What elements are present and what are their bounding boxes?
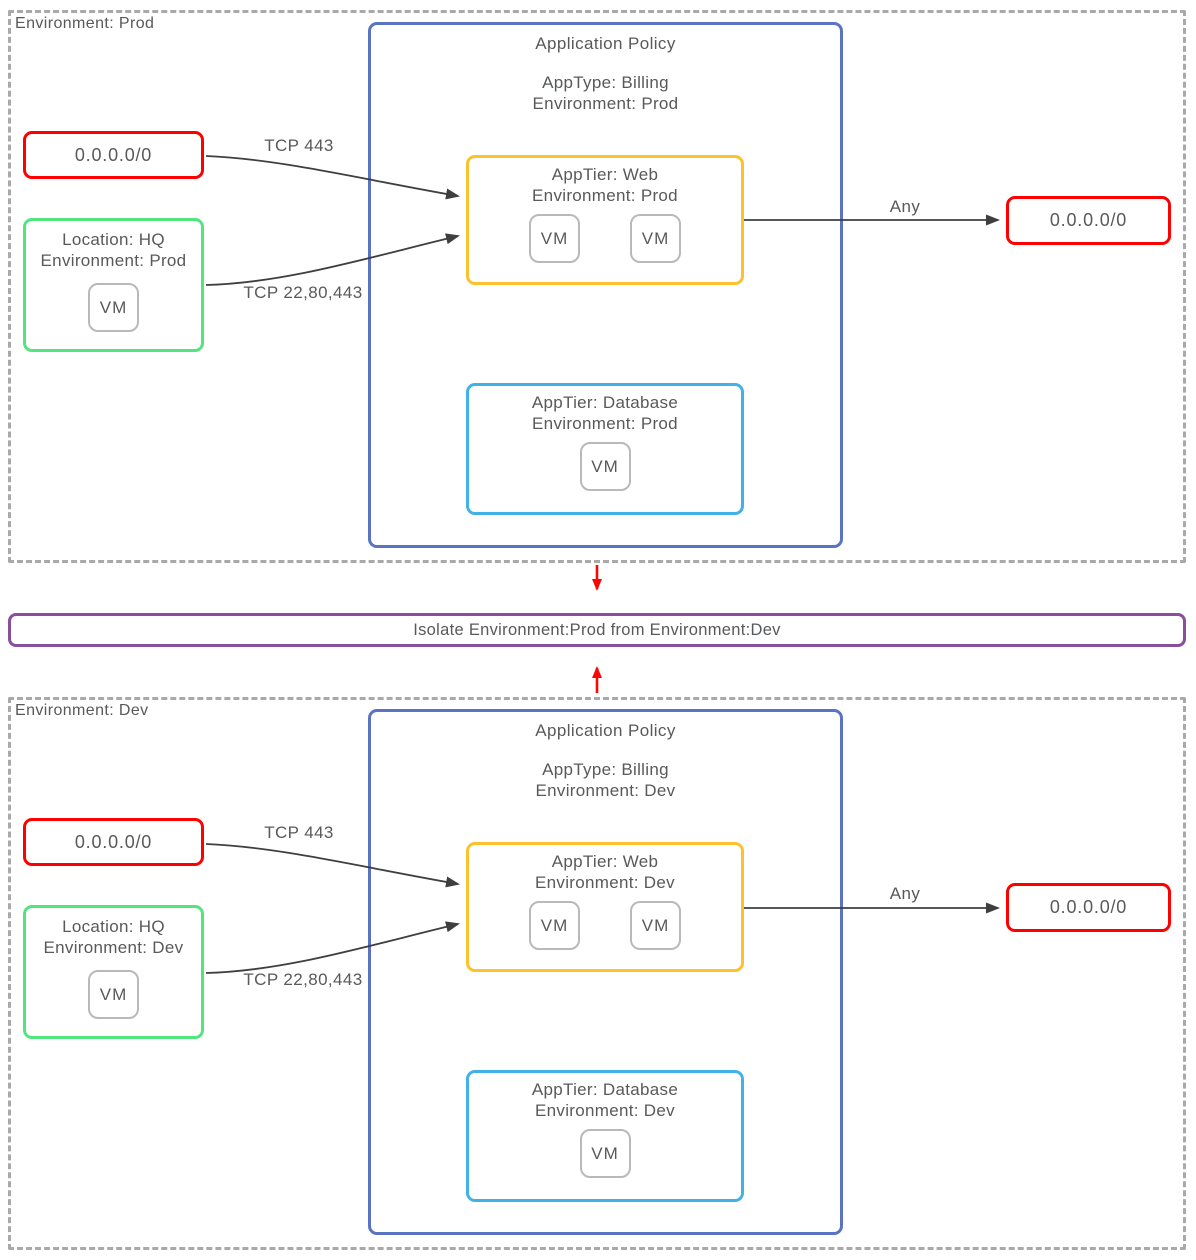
prod-db-tier-env-line: Environment: Prod xyxy=(532,414,678,433)
dev-edge-label-any: Any xyxy=(889,884,921,903)
vm-node: VM xyxy=(579,1129,631,1178)
prod-application-policy-node: Application Policy AppType: Billing Envi… xyxy=(368,22,843,548)
vm-node: VM xyxy=(630,901,681,950)
prod-location-hq-group-node: Location: HQ Environment: Prod VM xyxy=(23,218,204,352)
dev-db-tier-node: AppTier: Database Environment: Dev VM xyxy=(466,1070,744,1202)
prod-external-source-cidr: 0.0.0.0/0 xyxy=(74,144,153,165)
prod-edge-label-tcp-22-80-443: TCP 22,80,443 xyxy=(243,283,363,302)
vm-node: VM xyxy=(529,214,580,263)
dev-edge-label-tcp-22-80-443: TCP 22,80,443 xyxy=(243,970,363,989)
prod-external-source-node: 0.0.0.0/0 xyxy=(23,131,204,179)
prod-web-tier-node: AppTier: Web Environment: Prod VM VM xyxy=(466,155,744,285)
prod-external-destination-cidr: 0.0.0.0/0 xyxy=(1049,210,1128,230)
dev-external-destination-cidr: 0.0.0.0/0 xyxy=(1049,897,1128,917)
prod-policy-apptype: AppType: Billing xyxy=(542,73,669,92)
dev-external-destination-node: 0.0.0.0/0 xyxy=(1006,883,1171,932)
dev-location-env-line: Environment: Dev xyxy=(43,938,184,957)
dev-location-vm-row: VM xyxy=(26,970,201,1019)
environment-prod-label: Environment: Prod xyxy=(15,15,155,32)
isolation-rule-text: Isolate Environment:Prod from Environmen… xyxy=(413,620,781,639)
vm-node: VM xyxy=(88,970,139,1019)
dev-policy-title: Application Policy xyxy=(535,721,676,740)
dev-web-tier-line: AppTier: Web xyxy=(551,852,659,871)
dev-edge-label-tcp-443: TCP 443 xyxy=(264,823,334,842)
dev-location-hq-group-node: Location: HQ Environment: Dev VM xyxy=(23,905,204,1039)
prod-web-tier-env-line: Environment: Prod xyxy=(532,186,678,205)
dev-external-source-cidr: 0.0.0.0/0 xyxy=(74,831,153,852)
environment-dev-label: Environment: Dev xyxy=(15,702,149,719)
dev-web-tier-env-line: Environment: Dev xyxy=(535,873,675,892)
dev-policy-environment: Environment: Dev xyxy=(535,781,676,800)
dev-db-tier-line: AppTier: Database xyxy=(531,1080,679,1099)
dev-external-source-node: 0.0.0.0/0 xyxy=(23,818,204,866)
prod-edge-label-any: Any xyxy=(889,197,921,216)
prod-web-tier-line: AppTier: Web xyxy=(551,165,659,184)
prod-external-destination-node: 0.0.0.0/0 xyxy=(1006,196,1171,245)
prod-web-vm-row: VM VM xyxy=(469,214,741,263)
prod-edge-label-tcp-443: TCP 443 xyxy=(264,136,334,155)
vm-node: VM xyxy=(88,283,139,332)
prod-location-env-line: Environment: Prod xyxy=(40,251,187,270)
prod-db-vm-row: VM xyxy=(469,442,741,491)
environment-prod-section: Environment: Prod 0.0.0.0/0 Location: HQ… xyxy=(8,10,1186,563)
dev-application-policy-node: Application Policy AppType: Billing Envi… xyxy=(368,709,843,1235)
vm-node: VM xyxy=(529,901,580,950)
prod-db-tier-node: AppTier: Database Environment: Prod VM xyxy=(466,383,744,515)
dev-web-vm-row: VM VM xyxy=(469,901,741,950)
prod-db-tier-line: AppTier: Database xyxy=(531,393,679,412)
dev-location-line: Location: HQ xyxy=(62,917,165,936)
vm-node: VM xyxy=(630,214,681,263)
prod-policy-title: Application Policy xyxy=(535,34,676,53)
isolation-rule-banner: Isolate Environment:Prod from Environmen… xyxy=(8,613,1186,647)
dev-db-vm-row: VM xyxy=(469,1129,741,1178)
vm-node: VM xyxy=(579,442,631,491)
environment-dev-section: Environment: Dev 0.0.0.0/0 Location: HQ … xyxy=(8,697,1186,1250)
prod-location-vm-row: VM xyxy=(26,283,201,332)
dev-db-tier-env-line: Environment: Dev xyxy=(535,1101,675,1120)
dev-policy-apptype: AppType: Billing xyxy=(542,760,669,779)
dev-web-tier-node: AppTier: Web Environment: Dev VM VM xyxy=(466,842,744,972)
prod-policy-environment: Environment: Prod xyxy=(532,94,679,113)
prod-location-line: Location: HQ xyxy=(62,230,165,249)
